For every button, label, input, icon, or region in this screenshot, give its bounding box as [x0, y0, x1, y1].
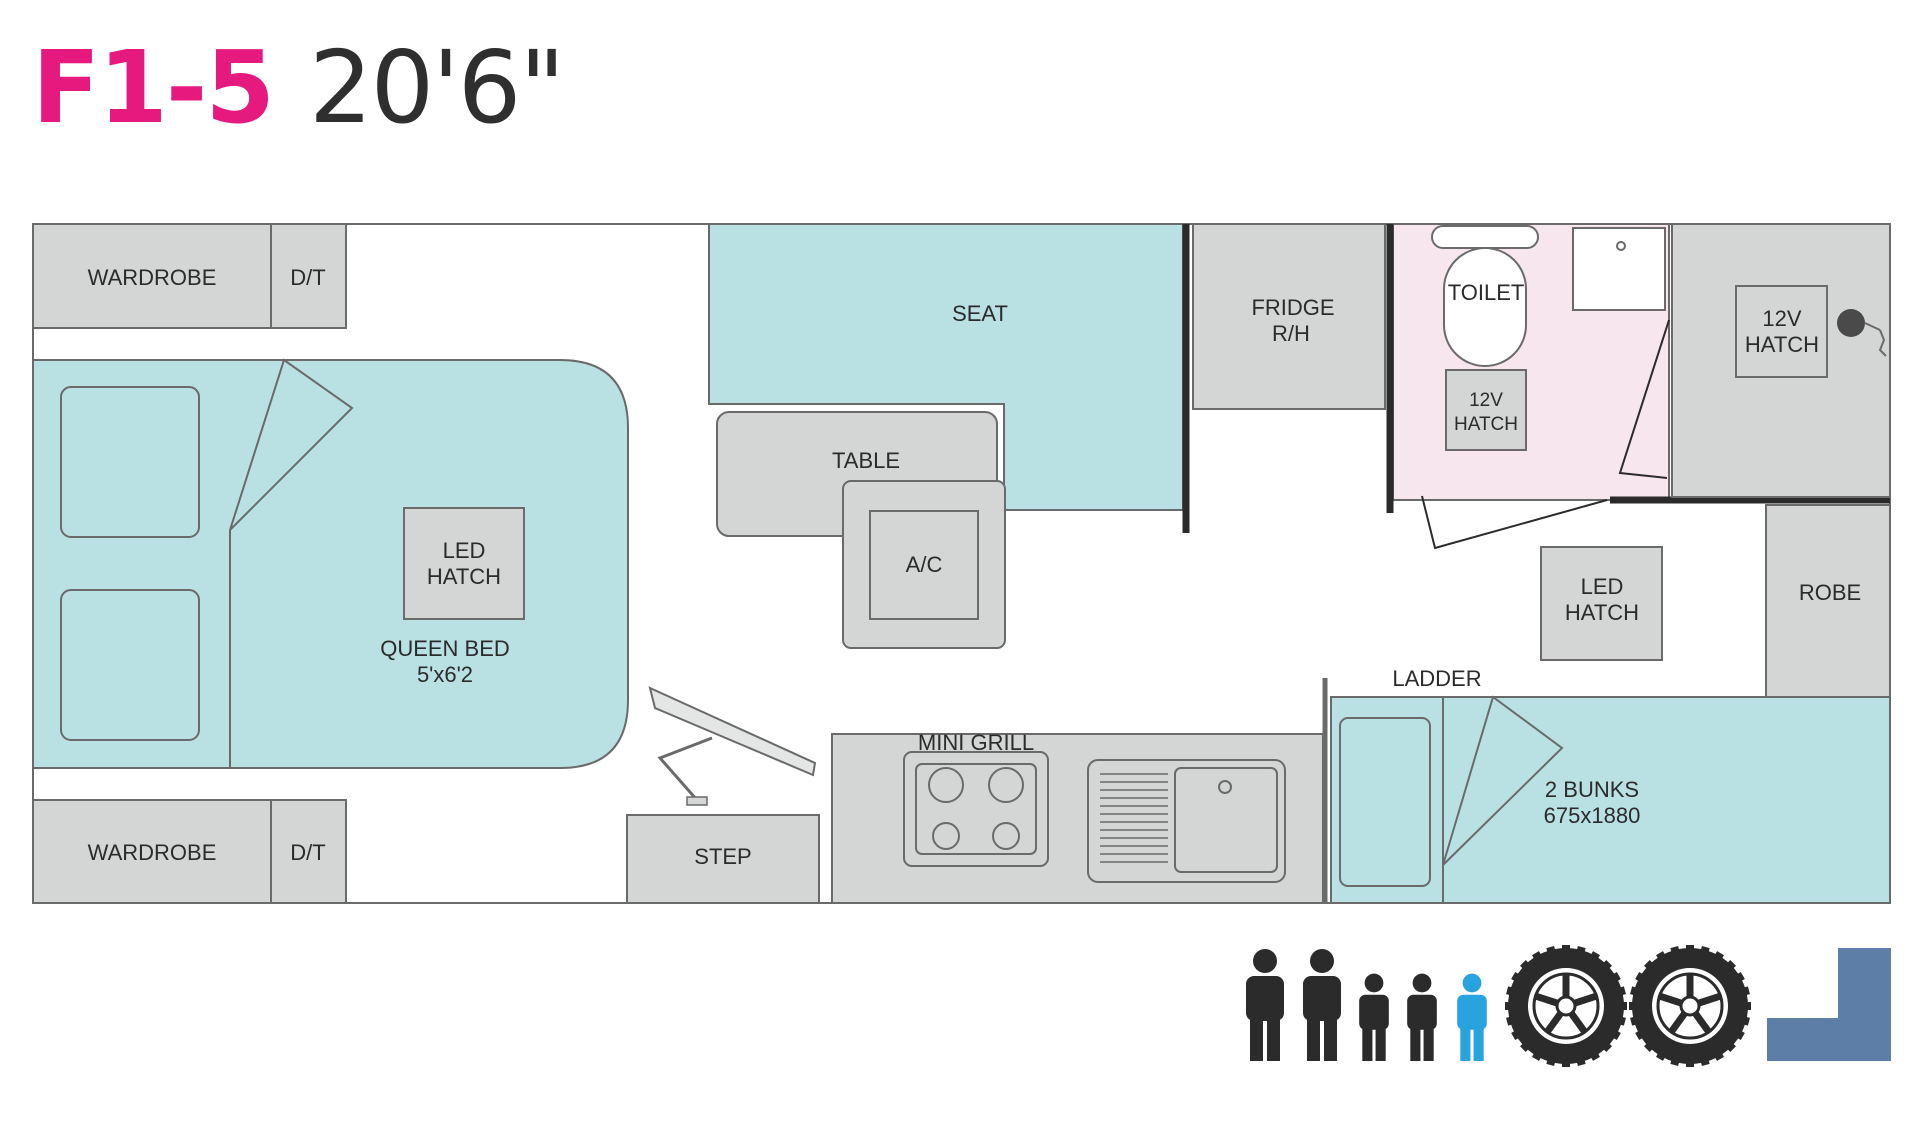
step: STEP	[626, 814, 820, 904]
wardrobe-top-label: WARDROBE	[88, 265, 217, 290]
pillow	[60, 589, 200, 741]
queen-bed-size: 5'x6'2	[417, 662, 473, 687]
wardrobe-bottom: WARDROBE	[32, 799, 272, 904]
robe-label: ROBE	[1799, 580, 1861, 605]
queen-bed: QUEEN BED 5'x6'2	[32, 358, 629, 769]
toilet-label: TOILET	[1448, 280, 1525, 305]
hatch-12v-bath-line1: 12V	[1469, 390, 1503, 411]
ladder-label: LADDER	[1392, 666, 1481, 691]
burner-icon	[988, 767, 1024, 803]
table-label: TABLE	[832, 448, 900, 473]
led-hatch-mid-line1: LED	[1581, 574, 1624, 599]
led-hatch-bed-line1: LED	[443, 538, 486, 563]
wardrobe-bottom-label: WARDROBE	[88, 840, 217, 865]
fridge-side: R/H	[1272, 321, 1310, 346]
hatch-12v-right: 12V HATCH	[1735, 285, 1828, 378]
basin	[1572, 227, 1666, 311]
drain-icon	[1616, 241, 1626, 251]
bathroom: TOILET	[1386, 223, 1670, 550]
dt-top-label: D/T	[290, 265, 325, 290]
mini-grill-label: MINI GRILL	[918, 730, 1034, 755]
bunks: 2 BUNKS 675x1880	[1330, 695, 1891, 904]
corner-layout-icon	[1767, 948, 1891, 1061]
bunks-label: 2 BUNKS	[1545, 777, 1639, 802]
burner-icon	[932, 822, 960, 850]
toilet-cistern	[1431, 225, 1539, 249]
drainer	[1100, 773, 1168, 863]
model-name: F1-5	[32, 29, 275, 146]
ac-unit: A/C	[842, 480, 1006, 649]
queen-bed-label: QUEEN BED	[380, 636, 510, 661]
dt-bottom-label: D/T	[290, 840, 325, 865]
burner-icon	[992, 822, 1020, 850]
seat-label: SEAT	[952, 301, 1008, 326]
bunks-size: 675x1880	[1544, 803, 1641, 828]
shower-door	[1618, 319, 1670, 479]
bathroom-door	[1421, 495, 1608, 550]
pillow	[60, 386, 200, 538]
mini-grill: MINI GRILL	[903, 730, 1049, 867]
burner-icon	[928, 767, 964, 803]
wheel-icon	[1505, 945, 1627, 1067]
led-hatch-bed: LED HATCH	[403, 507, 525, 620]
pillow	[1339, 717, 1431, 887]
bed-cover-fold	[229, 358, 354, 531]
child-icon	[1407, 973, 1437, 1061]
ac-label: A/C	[906, 552, 943, 577]
led-hatch-mid: LED HATCH	[1540, 546, 1663, 661]
swing-arm-icon	[648, 686, 817, 806]
led-hatch-mid-line2: HATCH	[1565, 600, 1639, 625]
led-hatch-bed-line2: HATCH	[427, 564, 501, 589]
wheel-icon	[1629, 945, 1751, 1067]
drain-icon	[1218, 780, 1232, 794]
adult-icon	[1246, 949, 1284, 1061]
bunk-cover-fold	[1442, 695, 1564, 866]
robe: ROBE	[1765, 504, 1891, 698]
wardrobe-top: WARDROBE	[32, 223, 272, 329]
hatch-12v-bath: 12V HATCH	[1445, 369, 1527, 451]
adult-icon	[1303, 949, 1341, 1061]
child-icon	[1457, 973, 1487, 1061]
toilet-bowl	[1443, 247, 1527, 367]
shower-head-icon	[1837, 309, 1887, 357]
fridge-label: FRIDGE	[1251, 295, 1334, 320]
child-icon	[1359, 973, 1389, 1061]
dt-top: D/T	[270, 223, 347, 329]
sink	[1087, 759, 1286, 883]
dt-bottom: D/T	[270, 799, 347, 904]
hatch-12v-right-line1: 12V	[1762, 306, 1801, 331]
step-label: STEP	[694, 844, 751, 869]
model-length: 20'6"	[308, 29, 565, 146]
occupant-icons	[1246, 949, 1487, 1061]
hatch-12v-bath-line2: HATCH	[1454, 414, 1518, 435]
hatch-12v-right-line2: HATCH	[1745, 332, 1819, 357]
fridge: FRIDGE R/H	[1192, 223, 1386, 410]
